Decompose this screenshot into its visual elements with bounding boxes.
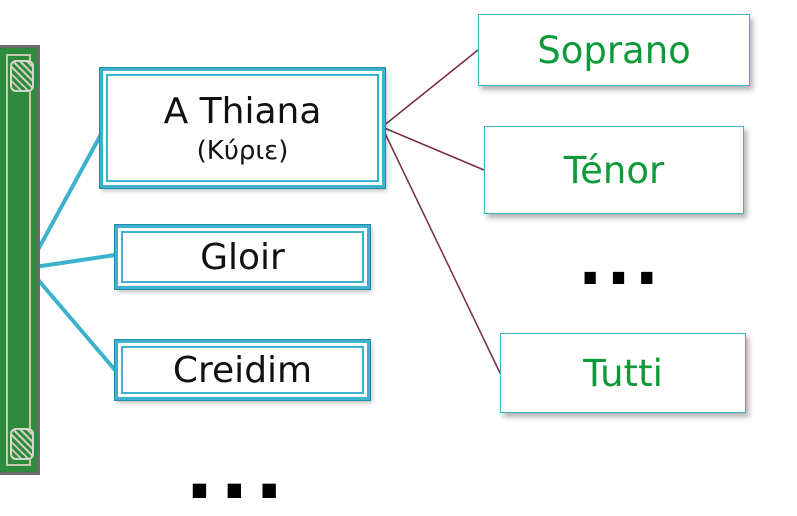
connector-athiana-soprano	[381, 49, 479, 128]
node-tenor-label: Ténor	[563, 148, 665, 192]
ellipsis-bottom: ...	[185, 427, 290, 516]
book-border	[6, 54, 31, 466]
node-creidim[interactable]: Creidim	[115, 340, 370, 400]
node-tenor[interactable]: Ténor	[484, 126, 744, 214]
node-soprano[interactable]: Soprano	[478, 14, 750, 86]
connector-book-athiana	[26, 126, 107, 269]
connector-book-gloir	[27, 253, 116, 270]
node-gloir-label: Gloir	[200, 236, 285, 278]
node-athiana[interactable]: A Thiana (Κύριε)	[100, 68, 385, 188]
diagram-canvas: A Thiana (Κύριε) Gloir Creidim Soprano T…	[0, 14, 750, 512]
left-connectors	[26, 126, 117, 372]
right-connectors	[381, 49, 501, 374]
connectors	[26, 49, 501, 374]
connector-athiana-tutti	[381, 126, 501, 374]
node-creidim-label: Creidim	[172, 349, 313, 391]
node-tutti-label: Tutti	[583, 351, 663, 395]
book-cover-image	[0, 45, 40, 475]
node-gloir[interactable]: Gloir	[115, 225, 370, 289]
node-tutti[interactable]: Tutti	[500, 333, 746, 413]
connector-book-creidim	[26, 266, 117, 372]
node-athiana-label: A Thiana	[163, 90, 322, 132]
celtic-knot-bottom-icon	[10, 428, 34, 460]
ellipsis-right: ...	[578, 226, 663, 300]
node-soprano-label: Soprano	[537, 28, 691, 72]
node-athiana-sublabel: (Κύριε)	[196, 135, 289, 166]
connector-athiana-tenor	[381, 126, 485, 171]
celtic-knot-top-icon	[10, 60, 34, 92]
